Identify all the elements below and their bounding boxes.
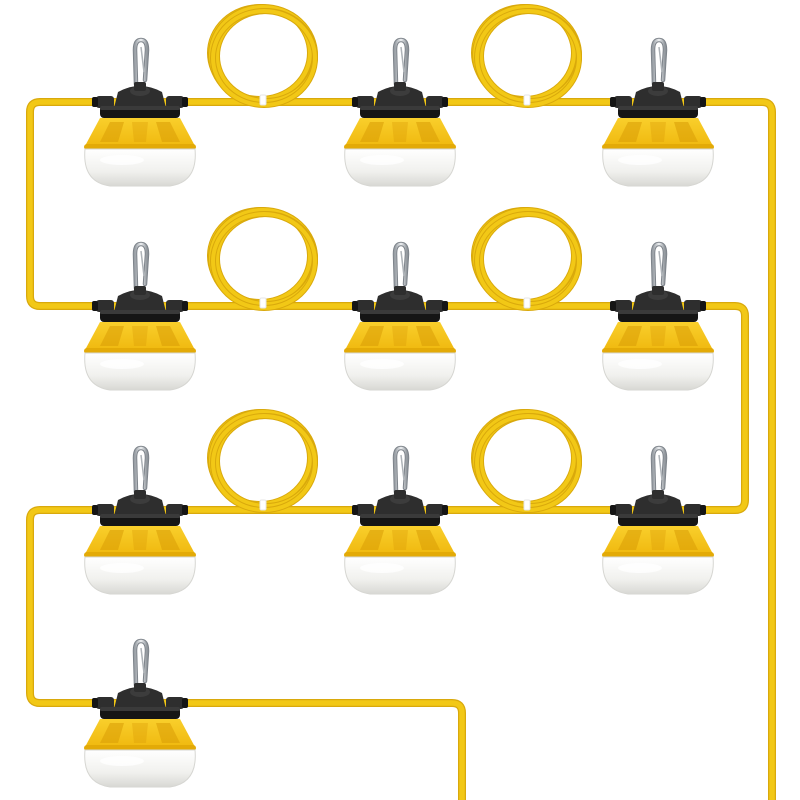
light-diffuser bbox=[84, 749, 196, 788]
coiled-cord-icon bbox=[471, 409, 582, 513]
cord-segment bbox=[27, 99, 775, 800]
light-diffuser bbox=[602, 352, 714, 391]
work-light-icon bbox=[344, 241, 456, 391]
light-diffuser bbox=[602, 556, 714, 595]
lamp-shade bbox=[602, 322, 714, 354]
socket-hub bbox=[352, 490, 448, 526]
work-light-icon bbox=[344, 37, 456, 187]
socket-hub bbox=[92, 82, 188, 118]
light-diffuser bbox=[344, 352, 456, 391]
work-light-icon bbox=[602, 445, 714, 595]
socket-hub bbox=[92, 683, 188, 719]
carabiner-hook-icon bbox=[650, 445, 668, 495]
carabiner-hook-icon bbox=[650, 241, 668, 291]
work-light-icon bbox=[84, 638, 196, 788]
coiled-cord-icon bbox=[207, 207, 318, 311]
lamp-shade bbox=[84, 526, 196, 558]
socket-hub bbox=[92, 286, 188, 322]
work-light-icon bbox=[602, 241, 714, 391]
carabiner-hook-icon bbox=[132, 638, 150, 688]
lamp-shade bbox=[602, 118, 714, 150]
cord-loops bbox=[207, 4, 582, 513]
coiled-cord-icon bbox=[207, 409, 318, 513]
lamp-shade bbox=[344, 526, 456, 558]
light-diffuser bbox=[84, 352, 196, 391]
lamp-shade bbox=[344, 118, 456, 150]
coiled-cord-icon bbox=[207, 4, 318, 108]
carabiner-hook-icon bbox=[132, 445, 150, 495]
socket-hub bbox=[352, 286, 448, 322]
work-light-icon bbox=[84, 37, 196, 187]
light-diffuser bbox=[602, 148, 714, 187]
work-light-icon bbox=[84, 241, 196, 391]
carabiner-hook-icon bbox=[392, 37, 410, 87]
light-diffuser bbox=[344, 148, 456, 187]
socket-hub bbox=[610, 490, 706, 526]
lamp-shade bbox=[84, 719, 196, 751]
power-cord bbox=[26, 98, 776, 800]
carabiner-hook-icon bbox=[392, 241, 410, 291]
socket-hub bbox=[610, 286, 706, 322]
work-light-icon bbox=[602, 37, 714, 187]
light-diffuser bbox=[84, 556, 196, 595]
lamp-shade bbox=[602, 526, 714, 558]
socket-hub bbox=[92, 490, 188, 526]
light-diffuser bbox=[344, 556, 456, 595]
work-light-icon bbox=[84, 445, 196, 595]
carabiner-hook-icon bbox=[132, 241, 150, 291]
lamp-shade bbox=[344, 322, 456, 354]
lamp-shade bbox=[84, 118, 196, 150]
carabiner-hook-icon bbox=[132, 37, 150, 87]
coiled-cord-icon bbox=[471, 4, 582, 108]
lamp-row bbox=[84, 37, 714, 788]
socket-hub bbox=[352, 82, 448, 118]
coiled-cord-icon bbox=[471, 207, 582, 311]
light-diffuser bbox=[84, 148, 196, 187]
lamp-shade bbox=[84, 322, 196, 354]
work-light-icon bbox=[344, 445, 456, 595]
carabiner-hook-icon bbox=[650, 37, 668, 87]
carabiner-hook-icon bbox=[392, 445, 410, 495]
socket-hub bbox=[610, 82, 706, 118]
